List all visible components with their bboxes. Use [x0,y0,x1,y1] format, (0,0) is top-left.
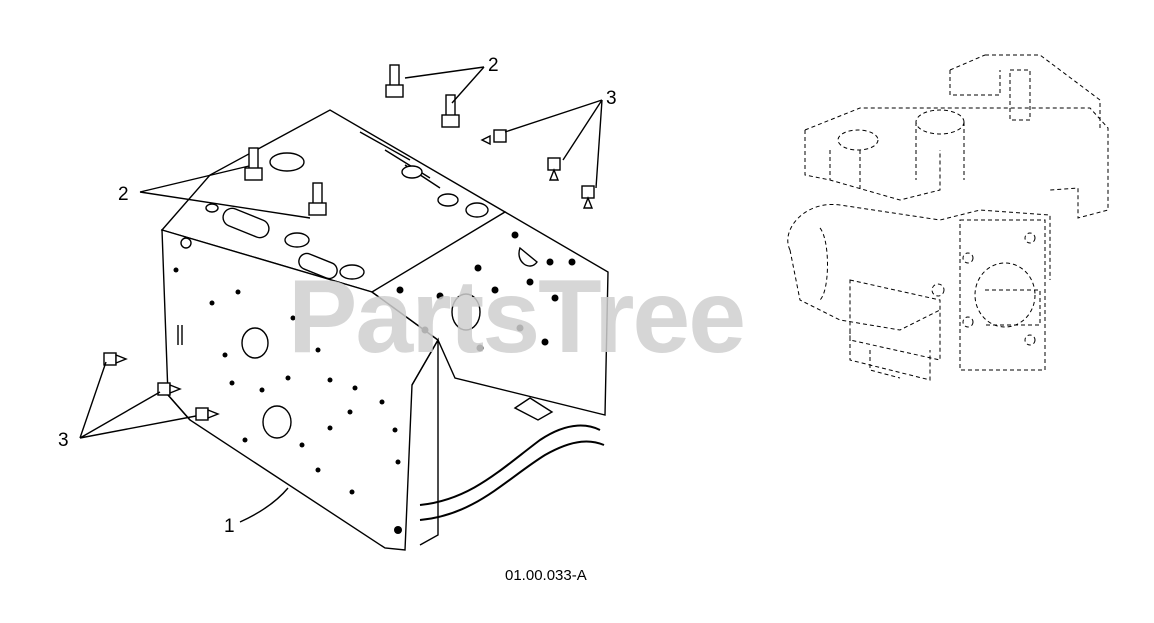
callout-2-left: 2 [118,184,129,205]
engine-reference [787,54,1109,381]
stud-group [244,64,460,216]
drawing-id: 01.00.033-A [505,567,587,584]
frame-bottom-bar [419,424,601,506]
stud [244,147,263,181]
callout-3-left: 3 [58,430,69,451]
bolt [195,407,220,421]
callout-1: 1 [224,516,235,537]
bolt [581,185,595,209]
bolt-group [103,129,595,421]
bolt [157,382,182,396]
bolt [103,352,128,366]
stud [385,64,404,98]
stud [308,182,327,216]
leader-lines [79,66,603,523]
bolt [480,129,507,146]
stud [441,94,460,128]
watermark-text: PartsTree [288,259,744,375]
callout-3-right: 3 [606,88,617,109]
callout-2-top: 2 [488,55,499,76]
bolt [547,157,561,181]
frame-assembly [160,109,609,551]
